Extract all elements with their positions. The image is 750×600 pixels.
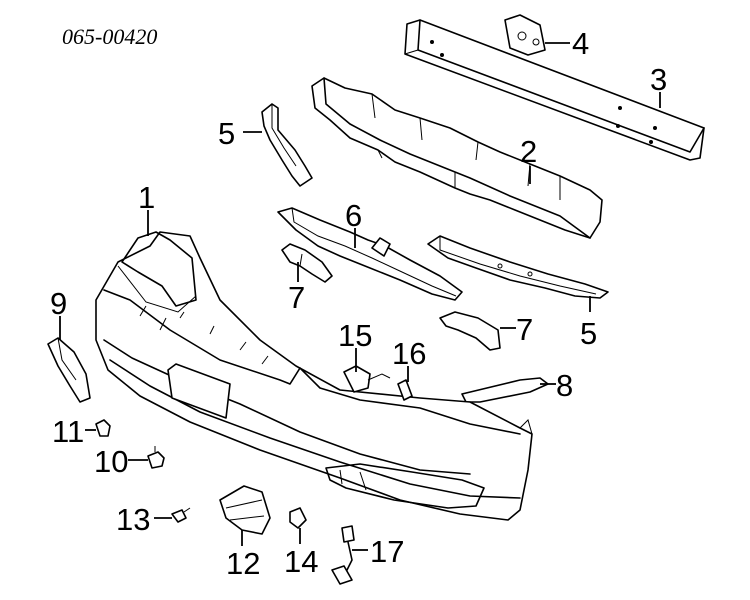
wire-harness-17	[331, 525, 355, 585]
bumper-retainer-left	[261, 103, 313, 187]
callout-labels: 1 2 3 4 5 5 6 7 7 8 9 10 11 12 13 14 15 …	[50, 26, 667, 581]
filler-strip	[461, 377, 549, 403]
callout-8: 8	[556, 368, 573, 403]
callout-7-right: 7	[516, 312, 533, 347]
callout-5-lower: 5	[580, 316, 597, 351]
callout-13: 13	[116, 502, 150, 537]
callout-12: 12	[226, 546, 260, 581]
side-bracket-right	[439, 311, 501, 351]
bracket-16	[397, 379, 413, 401]
callout-7-left: 7	[288, 280, 305, 315]
center-reinforcement	[277, 207, 463, 301]
mount-bracket	[504, 14, 546, 56]
leader-lines	[59, 42, 661, 551]
catalog-number: 065-00420	[62, 24, 157, 49]
lamp-15	[343, 365, 391, 393]
callout-1: 1	[138, 180, 155, 215]
bumper-retainer-right	[427, 235, 609, 299]
callout-17: 17	[370, 534, 404, 569]
callout-9: 9	[50, 286, 67, 321]
energy-absorber	[311, 77, 603, 239]
bumper-cover	[95, 231, 533, 521]
side-bracket-left	[281, 243, 333, 283]
callout-15: 15	[338, 318, 372, 353]
callout-5-upper: 5	[218, 116, 235, 151]
callout-3: 3	[650, 62, 667, 97]
callout-2: 2	[520, 134, 537, 169]
callout-10: 10	[94, 444, 128, 479]
reinforcement-bar	[404, 19, 705, 161]
lower-bracket-12	[219, 485, 271, 535]
callout-16: 16	[392, 336, 426, 371]
side-support-9	[47, 337, 91, 403]
callout-6: 6	[345, 198, 362, 233]
grommet-11	[95, 419, 111, 437]
screw-13	[171, 507, 191, 523]
callout-4: 4	[572, 26, 589, 61]
callout-11: 11	[52, 414, 84, 449]
clip-14	[289, 507, 307, 529]
callout-14: 14	[284, 544, 318, 579]
clip-10	[147, 446, 165, 469]
